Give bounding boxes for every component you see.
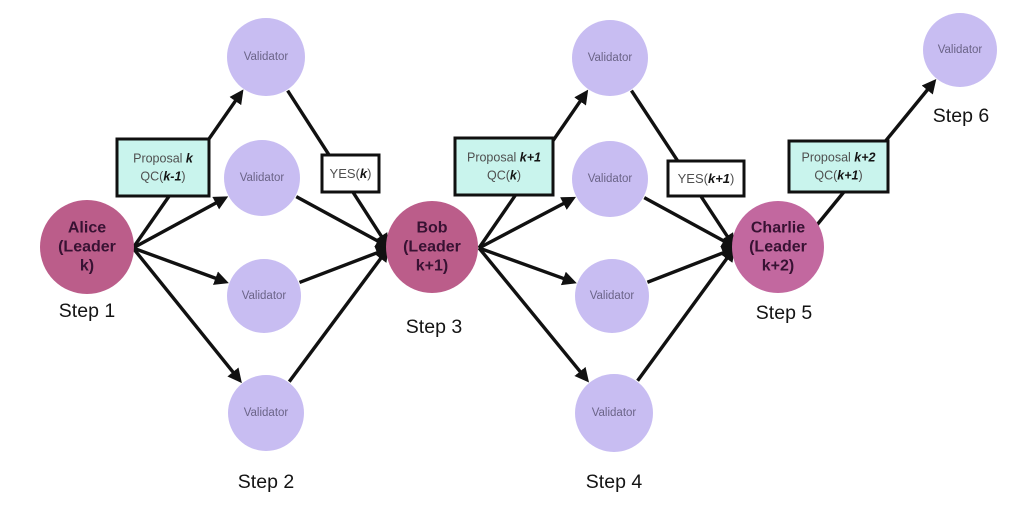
validator-node: Validator [575, 259, 649, 333]
node-label: Validator [242, 290, 287, 302]
message-arrow [132, 196, 229, 250]
validator-circle [227, 18, 305, 96]
message-arrow [646, 246, 737, 284]
node-label: Validator [938, 44, 983, 56]
node-label: Validator [592, 407, 637, 419]
validator-node: Validator [224, 140, 300, 216]
vote-box: YES(k) [320, 153, 381, 194]
box-frame [453, 136, 555, 197]
validator-circle [575, 374, 653, 452]
message-arrow [132, 246, 229, 285]
message-arrow [131, 246, 242, 384]
box-frame [115, 137, 211, 198]
box-label: YES(k+1) [678, 171, 735, 186]
validator-circle [575, 259, 649, 333]
validator-node: Validator [572, 20, 648, 96]
node-label: Validator [244, 51, 289, 63]
message-arrow [295, 195, 391, 248]
leader-circle [732, 201, 824, 293]
step-label: Step 4 [586, 471, 643, 493]
validator-node: Validator [227, 18, 305, 96]
leader-circle [40, 200, 134, 294]
validator-circle [572, 20, 648, 96]
validator-node: Validator [227, 259, 301, 333]
node-label: Validator [588, 173, 633, 185]
step-label: Step 6 [933, 105, 989, 127]
node-label: Validator [240, 172, 285, 184]
leader-circle [386, 201, 478, 293]
message-arrow [287, 247, 390, 383]
box-label: YES(k) [330, 166, 372, 181]
validator-circle [228, 375, 304, 451]
node-label: Validator [590, 290, 635, 302]
validator-node: Validator [923, 13, 997, 87]
message-arrow [477, 246, 590, 383]
validator-node: Validator [572, 141, 648, 217]
vote-box: YES(k+1) [666, 159, 746, 198]
validator-node: Validator [575, 374, 653, 452]
node-label: Validator [588, 52, 633, 64]
message-arrow [478, 196, 576, 250]
step-label: Step 2 [238, 471, 294, 493]
step-label: Step 1 [59, 300, 115, 322]
validator-circle [227, 259, 301, 333]
box-frame [787, 139, 890, 194]
step-label: Step 5 [756, 302, 813, 324]
validator-circle [923, 13, 997, 87]
box-frame [320, 153, 381, 194]
box-frame [666, 159, 746, 198]
node-label: Validator [244, 407, 289, 419]
message-arrow [643, 196, 737, 248]
step-label: Step 3 [406, 316, 462, 338]
message-arrow [298, 246, 391, 285]
message-arrow [636, 247, 736, 382]
message-arrow [478, 246, 577, 286]
validator-circle [224, 140, 300, 216]
validator-circle [572, 141, 648, 217]
validator-node: Validator [228, 375, 304, 451]
